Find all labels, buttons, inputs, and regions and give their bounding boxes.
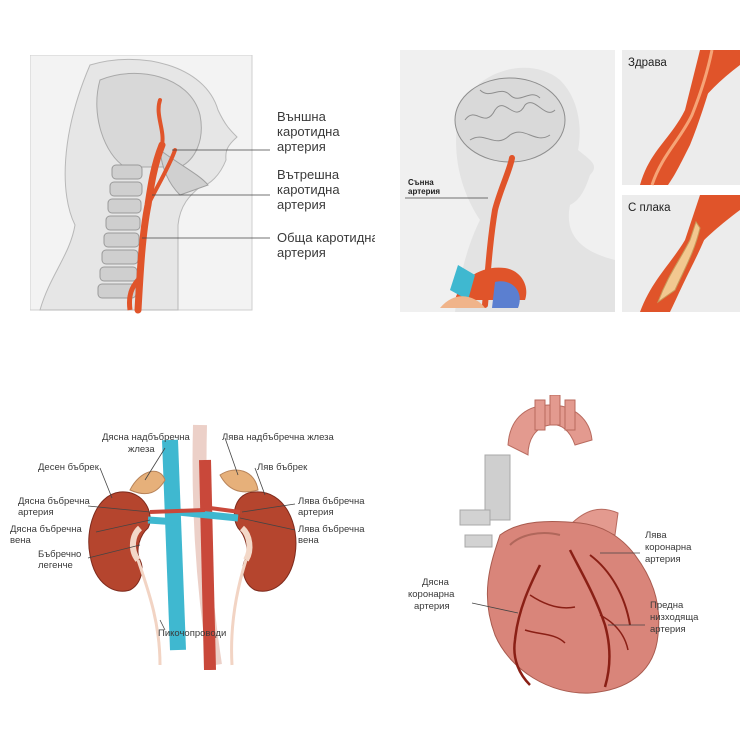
right-ureter: [136, 559, 162, 666]
left-renal-pelvis: [239, 525, 253, 562]
label-renal-pelvis: Бъбречно легенче: [38, 549, 84, 571]
label-left-adrenal: Лява надбъбречна жлеза: [222, 432, 335, 443]
label-common-carotid: Обща каротидна артерия: [277, 230, 375, 260]
right-adrenal-gland: [129, 470, 166, 495]
panel-brain-plaque: Сънна артерия Здрава С плака: [400, 50, 740, 312]
heart-illustration: Лява коронарна артерия Дясна коронарна а…: [408, 395, 701, 694]
label-left-renal-vein: Лява бъбречна вена: [298, 524, 367, 546]
plaque-artery-box: С плака: [622, 195, 740, 312]
left-renal-artery: [209, 506, 241, 514]
panel-kidneys: Дясна надбъбречна жлеза Лява надбъбречна…: [0, 420, 380, 670]
left-carotid-heart: [549, 395, 561, 426]
coronary-branch-2: [524, 629, 566, 644]
anterior-descending-artery: [568, 549, 611, 688]
neck-carotid-illustration: Външна каротидна артерия Вътрешна кароти…: [30, 55, 375, 314]
label-healthy: Здрава: [628, 57, 667, 69]
brain-plaque-illustration: Сънна артерия Здрава С плака: [400, 50, 740, 312]
left-renal-vein: [177, 508, 239, 522]
right-renal-vein: [147, 516, 179, 526]
label-right-renal-vein: Дясна бъбречна вена: [10, 524, 84, 546]
label-plaque: С плака: [628, 202, 671, 214]
label-carotid-artery: Сънна артерия: [408, 178, 440, 196]
leader-left-renal-artery: [241, 503, 296, 513]
external-carotid-artery: [146, 148, 177, 207]
cervical-spine: [97, 164, 143, 299]
left-kidney: [233, 491, 297, 592]
left-ureter: [230, 559, 248, 666]
subclavian-branch: [127, 278, 140, 311]
brain: [454, 77, 566, 163]
inferior-vena-cava: [162, 439, 186, 651]
right-pulmonary-vein-upper: [459, 509, 491, 526]
label-right-coronary: Дясна коронарна артерия: [408, 577, 457, 612]
label-external-carotid: Външна каротидна артерия: [277, 109, 343, 154]
skull: [96, 73, 202, 168]
leader-left-adrenal: [224, 437, 239, 476]
right-renal-artery: [149, 508, 206, 514]
left-subclavian-heart: [564, 399, 576, 431]
coronary-branch-1: [529, 594, 576, 609]
left-adrenal-gland: [219, 469, 259, 493]
right-renal-pelvis: [130, 525, 143, 562]
label-left-kidney: Ляв бъбрек: [257, 462, 308, 473]
superior-vena-cava: [484, 454, 511, 521]
plaque-deposit: [656, 220, 701, 304]
coronary-branch-3: [599, 614, 629, 651]
label-internal-carotid: Вътрешна каротидна артерия: [277, 167, 343, 212]
label-left-renal-artery: Лява бъбречна артерия: [298, 496, 367, 518]
panel-neck-carotid: Външна каротидна артерия Вътрешна кароти…: [30, 55, 375, 315]
label-left-coronary: Лява коронарна артерия: [645, 530, 694, 565]
heart-top: [440, 296, 485, 308]
common-carotid-artery: [134, 141, 166, 314]
brachiocephalic-artery: [534, 399, 546, 431]
heart-blue: [492, 281, 520, 308]
label-right-renal-artery: Дясна бъбречна артерия: [18, 496, 92, 518]
leader-right-coronary: [471, 602, 519, 614]
label-ureters: Пикочопроводи: [158, 628, 226, 639]
leader-renal-pelvis: [87, 544, 141, 559]
internal-carotid-artery: [156, 98, 165, 147]
panel-heart: Лява коронарна артерия Дясна коронарна а…: [400, 395, 740, 710]
right-coronary-artery: [513, 564, 542, 686]
kidney-illustration: Дясна надбъбречна жлеза Лява надбъбречна…: [10, 424, 367, 670]
circumflex-artery: [589, 554, 631, 626]
label-right-kidney: Десен бъбрек: [38, 462, 100, 473]
leader-right-renal-artery: [87, 505, 151, 513]
healthy-artery-box: Здрава: [622, 50, 740, 186]
leader-left-kidney: [254, 467, 266, 496]
leader-left-renal-vein: [239, 517, 296, 531]
leader-right-adrenal: [144, 447, 166, 481]
label-right-adrenal: Дясна надбъбречна жлеза: [102, 432, 192, 455]
vena-cava: [450, 265, 475, 300]
leader-right-renal-vein: [95, 519, 151, 533]
heart-atrium-edge: [509, 532, 561, 546]
right-pulmonary-vein-lower: [464, 534, 493, 548]
label-anterior-descending: Предна низходяща артерия: [650, 600, 701, 635]
leader-right-kidney: [99, 467, 113, 499]
abdominal-aorta: [199, 459, 216, 670]
leader-ureters: [159, 619, 166, 631]
